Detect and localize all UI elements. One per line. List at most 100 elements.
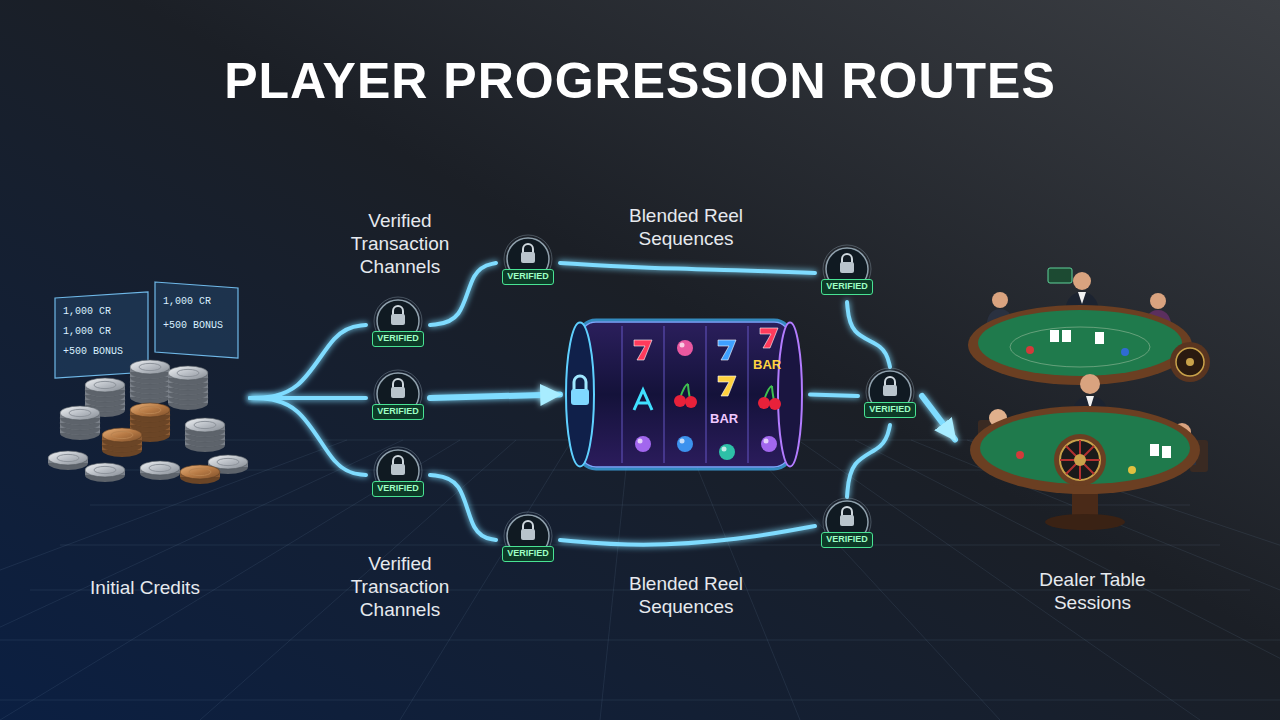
reel-shape (635, 436, 651, 452)
verified-tag: VERIFIED (372, 331, 424, 347)
flow-connector (250, 325, 366, 398)
badge-shape (523, 244, 533, 253)
reel-shape (677, 340, 693, 356)
screen-readout-wrap: 1,000 CR (63, 306, 111, 317)
dealer-tables (968, 305, 1192, 385)
text-wrap: Dealer Table Sessions (1018, 569, 1168, 615)
reel-shape (621, 326, 623, 463)
verified-tag: VERIFIED (372, 404, 424, 420)
dealer-tables (1010, 327, 1150, 367)
verified-badge: VERIFIED (496, 234, 560, 292)
flow-connector (250, 398, 366, 475)
screen-readout: 1,000 CR (63, 326, 111, 337)
diagram-title: PLAYER PROGRESSION ROUTES (224, 52, 1056, 110)
flow-connector (810, 395, 858, 397)
text-wrap: VERIFIED (821, 279, 873, 295)
stage-label-wrap: Verified Transaction Channels (325, 210, 475, 278)
screen-readout: +500 BONUS (63, 346, 123, 357)
dealer-tables (1048, 268, 1072, 283)
flow-connector (560, 263, 815, 273)
dealer-tables (968, 268, 1210, 530)
credit-screens (155, 282, 238, 358)
screen-readout-wrap: 1,000 CR (163, 296, 211, 307)
flow-connector (922, 396, 955, 440)
verified-badge: VERIFIED (366, 446, 430, 504)
dealer-tables (1170, 342, 1210, 382)
coin-stacks (48, 451, 88, 470)
coin-stacks (140, 461, 180, 480)
dealer-tables (1050, 330, 1059, 342)
coin-stacks (180, 465, 220, 484)
badge-shape (840, 262, 854, 273)
badge-shape (393, 456, 403, 465)
reel-shape (705, 326, 707, 463)
reel-shape (663, 326, 665, 463)
stage-label: Verified Transaction Channels (325, 553, 475, 621)
dealer-tables (1062, 330, 1071, 342)
floor-grid (0, 640, 1280, 641)
badge-shape (885, 377, 895, 386)
dealer-tables (978, 310, 1182, 376)
text-wrap: VERIFIED (864, 402, 916, 418)
badge-shape (521, 252, 535, 263)
reel-shape (680, 439, 685, 444)
text-wrap: Initial Credits (90, 577, 200, 600)
badge-shape (393, 306, 403, 315)
text-wrap: BAR (753, 357, 781, 372)
dealer-tables (1026, 346, 1034, 354)
reel-shape (574, 376, 586, 390)
coin-stacks (85, 463, 125, 482)
dealer-tables (1176, 348, 1204, 376)
reel-shape (685, 396, 697, 408)
flow-connector (847, 425, 890, 497)
floor-grid (600, 440, 629, 720)
coin-stacks (85, 378, 125, 397)
flow-connector (430, 395, 560, 399)
reel-shape (722, 447, 727, 452)
dealer-tables (1073, 272, 1091, 290)
verified-tag: VERIFIED (372, 481, 424, 497)
reel-shape (634, 390, 652, 410)
reel-shape (718, 376, 736, 396)
reel-shape (634, 340, 652, 360)
reel-shape (680, 343, 685, 348)
dealer-tables (1060, 440, 1100, 480)
reel-shape (718, 340, 736, 360)
verified-tag: VERIFIED (864, 402, 916, 418)
badge-shape (842, 254, 852, 263)
stage-label-wrap: Blended Reel Sequences (606, 205, 766, 251)
verified-tag: VERIFIED (502, 546, 554, 562)
reel-shape (677, 436, 693, 452)
screen-readout-wrap: +500 BONUS (163, 320, 223, 331)
dealer-tables (1080, 374, 1100, 394)
floor-grid (0, 440, 347, 720)
text-wrap: BAR (710, 411, 738, 426)
reel-shape (769, 398, 781, 410)
title-wrap: PLAYER PROGRESSION ROUTES (0, 52, 1280, 110)
floor-grid (0, 440, 403, 720)
coin-stacks (130, 403, 170, 422)
dealer-tables (1150, 293, 1166, 309)
coin-stacks (168, 366, 208, 385)
text-wrap: VERIFIED (372, 331, 424, 347)
credit-screens (55, 282, 238, 378)
badge-shape (840, 515, 854, 526)
dealer-tables (1162, 446, 1171, 458)
badge-shape (883, 385, 897, 396)
badge-shape (393, 379, 403, 388)
dealer-tables (1095, 332, 1104, 344)
stage-label-wrap: Verified Transaction Channels (325, 553, 475, 621)
verified-tag: VERIFIED (821, 532, 873, 548)
stage-label-wrap: Blended Reel Sequences (606, 573, 766, 619)
badge-shape (842, 507, 852, 516)
dealer-tables (1150, 444, 1159, 456)
reel-shape (719, 444, 735, 460)
dealer-tables (970, 406, 1200, 494)
text-wrap: VERIFIED (502, 269, 554, 285)
coin-stacks (102, 428, 142, 447)
coin-stacks (185, 418, 225, 437)
reel-shape (560, 312, 810, 477)
flow-connector (430, 475, 496, 540)
